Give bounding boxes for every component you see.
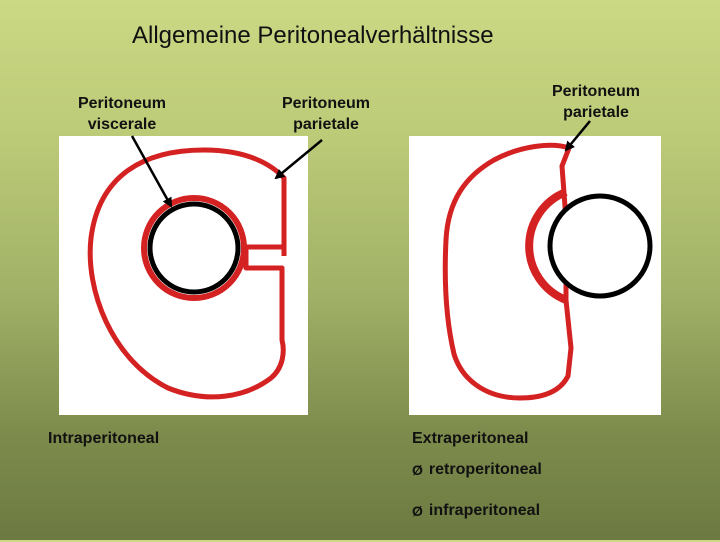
arrow-visceral (130, 135, 173, 208)
parietal-peritoneum-c-shape (87, 147, 287, 400)
list-item: Ø infraperitoneal (412, 501, 542, 521)
label-line-1: Peritoneum (77, 95, 166, 112)
list-item: Ø retroperitoneal (412, 460, 542, 480)
arrow-parietal-left (274, 139, 323, 180)
label-line-2: viscerale (87, 116, 157, 133)
arrow-bullet-icon: Ø (412, 462, 423, 478)
arrow-bullet-icon: Ø (412, 503, 423, 519)
label-peritoneum-parietale-right: Peritoneum parietale (536, 81, 656, 123)
subtype-label: retroperitoneal (428, 461, 542, 478)
label-peritoneum-parietale-left: Peritoneum parietale (266, 93, 386, 135)
label-line-1: Peritoneum (281, 95, 370, 112)
label-intraperitoneal: Intraperitoneal (48, 430, 160, 447)
label-extraperitoneal: Extraperitoneal (412, 430, 529, 447)
label-line-2: parietale (293, 116, 359, 133)
intraperitoneal-organ (147, 201, 241, 295)
visceral-peritoneum-ring (141, 195, 247, 301)
label-peritoneum-viscerale: Peritoneum viscerale (62, 93, 182, 135)
parietal-peritoneum-extra (442, 142, 574, 401)
extraperitoneal-organ-covering (525, 188, 568, 304)
arrow-parietal-right (564, 120, 591, 152)
label-line-1: Peritoneum (551, 83, 640, 100)
extraperitoneal-organ (547, 193, 653, 299)
subtype-label: infraperitoneal (428, 502, 541, 519)
extraperitoneal-subtypes: Ø retroperitoneal Ø infraperitoneal (412, 460, 542, 542)
slide-title: Allgemeine Peritonealverhältnisse (132, 22, 494, 49)
label-line-2: parietale (563, 104, 629, 121)
